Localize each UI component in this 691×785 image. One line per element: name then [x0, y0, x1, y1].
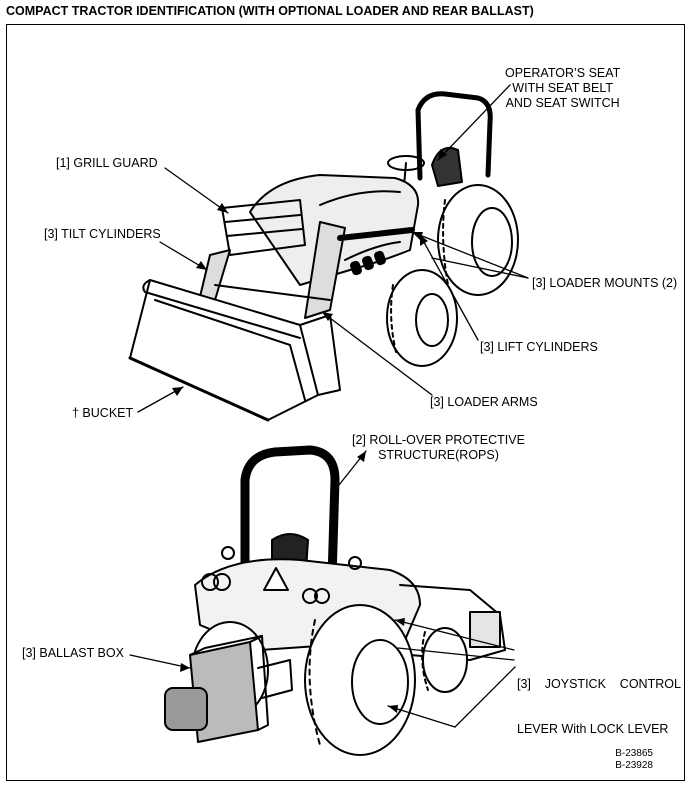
- leader-lines: [129, 84, 529, 728]
- label-operators-seat-line1: OPERATOR’S SEAT: [505, 66, 621, 80]
- label-rops-line2: STRUCTURE(ROPS): [378, 448, 499, 462]
- label-tilt-cylinders: [3] TILT CYLINDERS: [44, 227, 161, 241]
- figure-ref-1: B-23865: [615, 748, 653, 759]
- rops-tractor-drawing: [164, 445, 506, 756]
- page-title: COMPACT TRACTOR IDENTIFICATION (WITH OPT…: [6, 4, 534, 18]
- label-operators-seat-line3: AND SEAT SWITCH: [505, 96, 620, 110]
- label-grill-guard: [1] GRILL GUARD: [56, 156, 158, 170]
- label-joystick: [3] JOYSTICK CONTROL LEVER With LOCK LEV…: [517, 647, 681, 752]
- label-ballast-box: [3] BALLAST BOX: [22, 646, 124, 660]
- label-operators-seat: OPERATOR’S SEAT WITH SEAT BELT AND SEAT …: [505, 66, 620, 111]
- label-loader-mounts: [3] LOADER MOUNTS (2): [532, 276, 678, 290]
- figure-ref-2: B-23928: [615, 760, 653, 771]
- label-bucket: † BUCKET: [72, 406, 134, 420]
- figure-frame: [6, 24, 685, 781]
- label-loader-arms: [3] LOADER ARMS: [430, 395, 538, 409]
- label-rops-line1: [2] ROLL-OVER PROTECTIVE: [352, 433, 525, 447]
- label-joystick-line2: LEVER With LOCK LEVER: [517, 722, 669, 736]
- label-joystick-line1: [3] JOYSTICK CONTROL: [517, 677, 681, 691]
- label-lift-cylinders: [3] LIFT CYLINDERS: [480, 340, 598, 354]
- loader-tractor-drawing: [128, 91, 519, 422]
- label-rops: [2] ROLL-OVER PROTECTIVE STRUCTURE(ROPS): [352, 433, 525, 463]
- label-operators-seat-line2: WITH SEAT BELT: [512, 81, 614, 95]
